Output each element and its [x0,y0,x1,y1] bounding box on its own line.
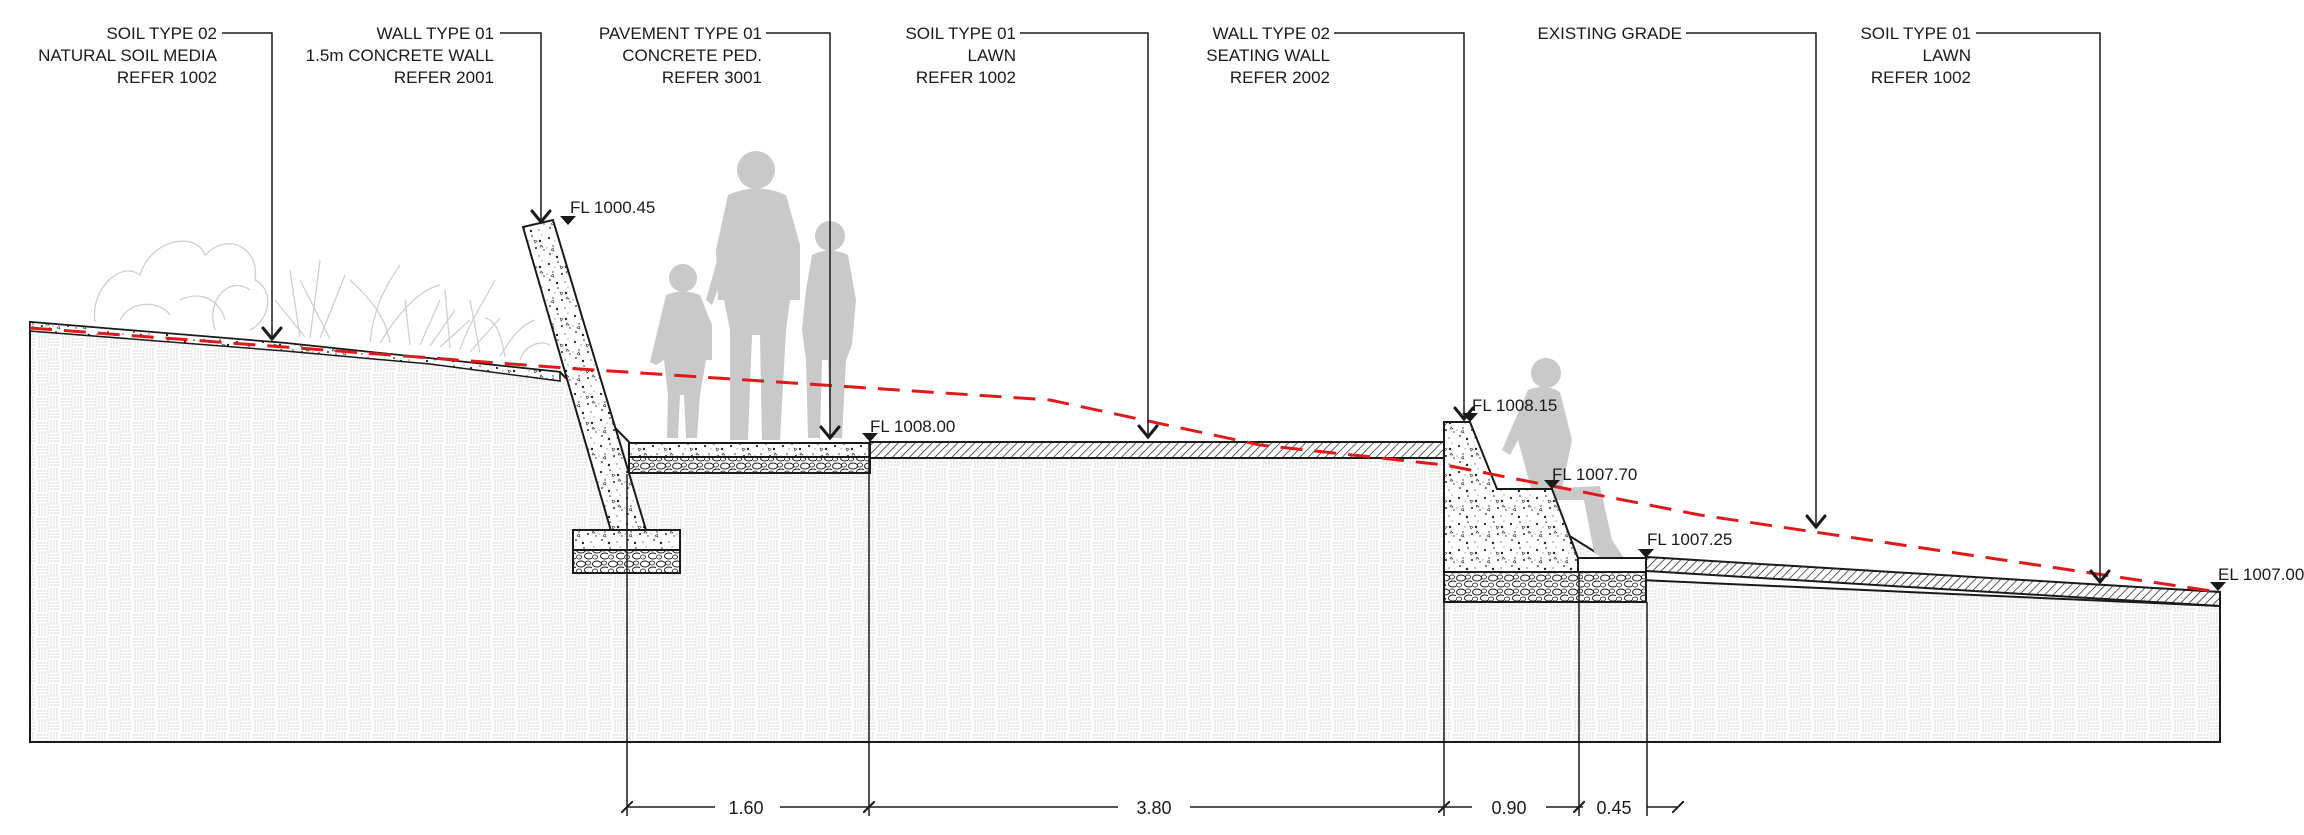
ground-mass [29,320,2221,743]
soil-type-02-layer [29,321,561,382]
level-marker-icon [862,433,878,442]
callout-leader-7 [1976,32,2101,581]
callout-leader-2 [500,32,542,222]
callout-6: EXISTING GRADE [1537,24,1682,43]
level-fl-1000-45: FL 1000.45 [570,198,655,217]
ground-body [29,320,2221,743]
wall-type-02 [1443,421,1647,603]
people-silhouettes [650,151,1624,560]
level-el-1007-00: EL 1007.00 [2218,565,2304,584]
lawn-layer [869,441,2221,608]
dimension-1-60: 1.60 [728,798,763,818]
callout-leader-6 [1686,32,1817,526]
callout-leader-3 [766,32,831,437]
callout-leader-5 [1334,32,1465,418]
level-marker-icon [2210,582,2226,591]
existing-grade-line [29,326,2213,593]
dimension-extension-lines [626,443,1648,816]
callouts [222,32,2101,581]
level-marker-icon [560,216,576,225]
dimension-3-80: 3.80 [1136,798,1171,818]
dimension-text-group: 1.60 3.80 0.90 0.45 [728,798,1631,818]
level-fl-1007-70: FL 1007.70 [1552,465,1637,484]
dimension-0-90: 0.90 [1491,798,1526,818]
level-marker-icon [1544,480,1560,489]
callout-leader-1 [222,32,273,339]
level-fl-1008-00: FL 1008.00 [870,417,955,436]
level-marker-icon [1462,413,1478,422]
pavement-type-01 [628,442,871,474]
planting-sketch [93,240,551,361]
dimension-0-45: 0.45 [1596,798,1631,818]
callout-leader-4 [1020,32,1149,436]
level-marker-icon [1638,549,1654,558]
callout-arrows [261,209,2111,585]
level-fl-1007-25: FL 1007.25 [1647,530,1732,549]
level-fl-1008-15: FL 1008.15 [1472,396,1557,415]
level-text-group: FL 1000.45 FL 1008.00 FL 1008.15 FL 1007… [570,198,2304,584]
level-markers [560,216,2226,591]
